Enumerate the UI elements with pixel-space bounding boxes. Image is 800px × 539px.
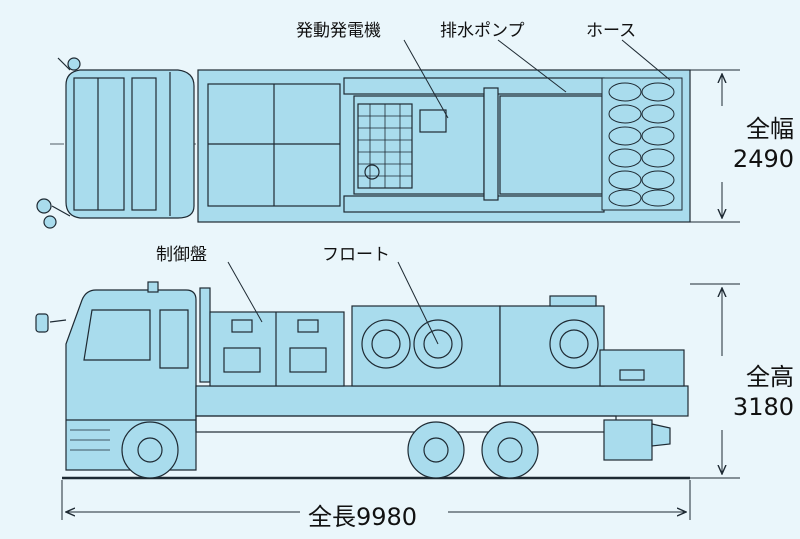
- control-panel-label: 制御盤: [156, 245, 207, 265]
- hose-coils: [601, 77, 683, 211]
- pump-label: 排水ポンプ: [440, 21, 525, 41]
- length-label: 全長: [308, 503, 356, 531]
- height-label: 全高: [746, 363, 794, 391]
- height-dimension-text: 全高 3180: [694, 362, 794, 422]
- hose-label: ホース: [586, 21, 637, 41]
- height-dimension: [690, 283, 740, 479]
- width-label: 全幅: [746, 115, 794, 143]
- leaders-side: [227, 261, 439, 345]
- side-view: [35, 281, 690, 480]
- width-dimension: [690, 69, 740, 223]
- generator-label: 発動発電機: [296, 21, 381, 41]
- float-label: フロート: [322, 245, 390, 265]
- width-value: 2490: [732, 145, 794, 173]
- length-value: 9980: [356, 503, 418, 531]
- width-dimension-text: 全幅 2490: [694, 114, 794, 174]
- top-view: [36, 57, 691, 229]
- height-value: 3180: [732, 393, 794, 421]
- length-dimension-text: 全長9980: [308, 497, 417, 532]
- length-dimension: [61, 480, 691, 520]
- leaders-top: [403, 39, 671, 119]
- wheels: [121, 421, 539, 479]
